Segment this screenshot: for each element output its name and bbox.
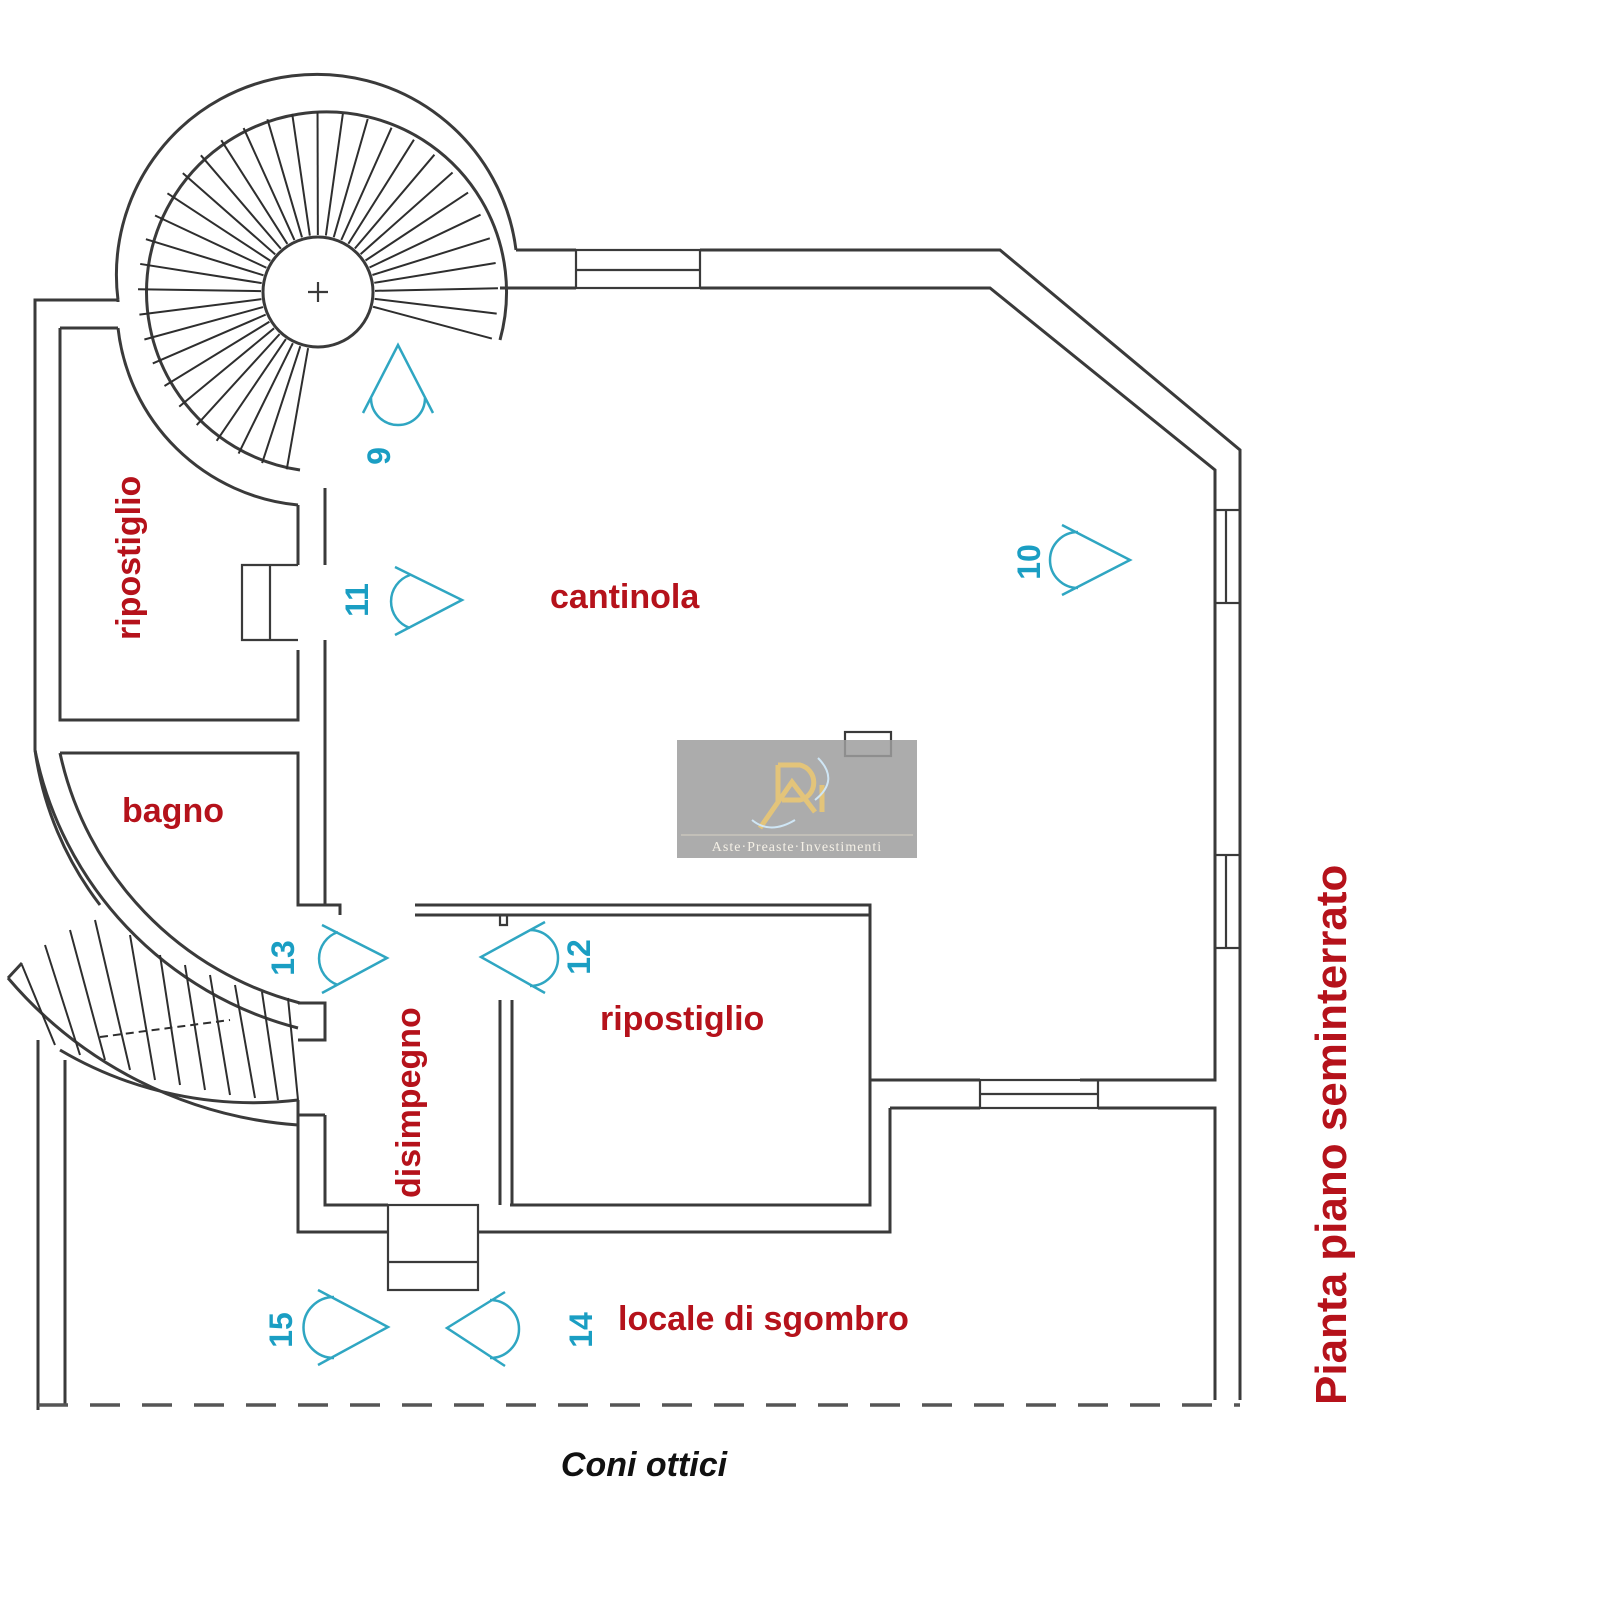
room-label-ripostiglio-center: ripostiglio xyxy=(600,1000,764,1038)
stair-tread xyxy=(261,345,302,464)
eye-cone-icon xyxy=(444,1290,521,1368)
room-label-bagno: bagno xyxy=(122,792,224,830)
eye-cone-icon xyxy=(478,920,560,995)
room-label-ripostiglio-left: ripostiglio xyxy=(110,476,148,640)
stair-tread xyxy=(242,127,296,241)
stair-tread xyxy=(138,288,262,293)
stair-tread xyxy=(159,954,181,1086)
cone-number: 10 xyxy=(1011,544,1047,580)
stair-tread xyxy=(209,974,231,1096)
stair-tread xyxy=(215,338,287,442)
stair-tread xyxy=(374,287,498,292)
stair-tread xyxy=(347,139,415,245)
stair-tread xyxy=(166,192,271,262)
stair-tread xyxy=(332,118,369,238)
stair-tread xyxy=(139,298,262,316)
stair-tread xyxy=(237,342,294,454)
stair-tread xyxy=(144,306,264,341)
eye-cone-icon xyxy=(389,565,465,637)
stair-tread xyxy=(145,238,264,277)
stair-tread xyxy=(163,320,270,387)
room-label-cantinola: cantinola xyxy=(550,578,700,616)
stair-tread xyxy=(285,347,310,470)
watermark: Aste·Preaste·Investimenti xyxy=(677,740,917,858)
stair-tread xyxy=(129,934,156,1081)
stair-tread xyxy=(287,997,299,1101)
view-cone-9: 9 xyxy=(361,342,435,465)
cone-number: 12 xyxy=(561,939,597,975)
cone-number: 11 xyxy=(339,583,375,617)
stair-tread xyxy=(261,991,279,1101)
stair-tread xyxy=(324,113,344,236)
stair-tread xyxy=(374,297,497,315)
center-cross-icon xyxy=(308,282,328,302)
view-cone-12: 12 xyxy=(478,920,597,995)
stair-tread xyxy=(291,113,311,236)
stair-direction-line xyxy=(99,1019,231,1038)
spiral-staircase xyxy=(114,72,518,472)
stair-tread xyxy=(266,118,303,238)
plan-title: Pianta piano seminterrato xyxy=(1307,865,1356,1405)
view-cone-10: 10 xyxy=(1011,523,1133,597)
stair-tread xyxy=(178,327,275,408)
stair-tread xyxy=(94,919,131,1071)
stair-tread xyxy=(374,262,496,284)
cone-number: 14 xyxy=(563,1312,599,1348)
stair-tread xyxy=(21,964,56,1046)
stair-tread xyxy=(364,191,469,262)
stair-tread xyxy=(372,305,493,340)
stair-tread xyxy=(195,333,281,426)
stair-tread xyxy=(200,154,282,250)
stair-tread xyxy=(372,237,491,276)
watermark-logo-icon xyxy=(751,757,830,830)
eye-cone-icon xyxy=(1048,523,1133,597)
plan-caption: Coni ottici xyxy=(561,1446,729,1484)
stair-tread xyxy=(354,154,436,250)
stair-tread xyxy=(369,213,481,269)
watermark-text: Aste·Preaste·Investimenti xyxy=(712,840,882,855)
stair-tread xyxy=(182,172,276,256)
stair-tread xyxy=(340,127,393,241)
stair-tread xyxy=(359,171,454,255)
stair-tread xyxy=(69,929,106,1061)
cone-number: 9 xyxy=(361,447,397,465)
stair-tread xyxy=(220,139,289,245)
cone-number: 13 xyxy=(265,940,301,976)
view-cone-13: 13 xyxy=(265,923,390,995)
view-cone-14: 14 xyxy=(444,1290,599,1368)
eye-cone-icon xyxy=(361,342,435,427)
eye-cone-icon xyxy=(317,923,390,995)
eye-cone-icon xyxy=(302,1288,391,1367)
walls xyxy=(6,248,1242,1410)
view-cone-15: 15 xyxy=(263,1288,391,1367)
stair-tread xyxy=(140,262,262,285)
stair-tread xyxy=(152,313,267,365)
cone-number: 15 xyxy=(263,1312,299,1348)
stair-tread xyxy=(184,964,206,1091)
room-label-locale-di-sgombro: locale di sgombro xyxy=(618,1300,909,1338)
stair-tread xyxy=(44,944,81,1056)
stair-tread xyxy=(154,214,267,269)
room-label-disimpegno: disimpegno xyxy=(390,1007,428,1198)
stair-tread xyxy=(234,984,256,1099)
view-cone-11: 11 xyxy=(339,565,465,637)
